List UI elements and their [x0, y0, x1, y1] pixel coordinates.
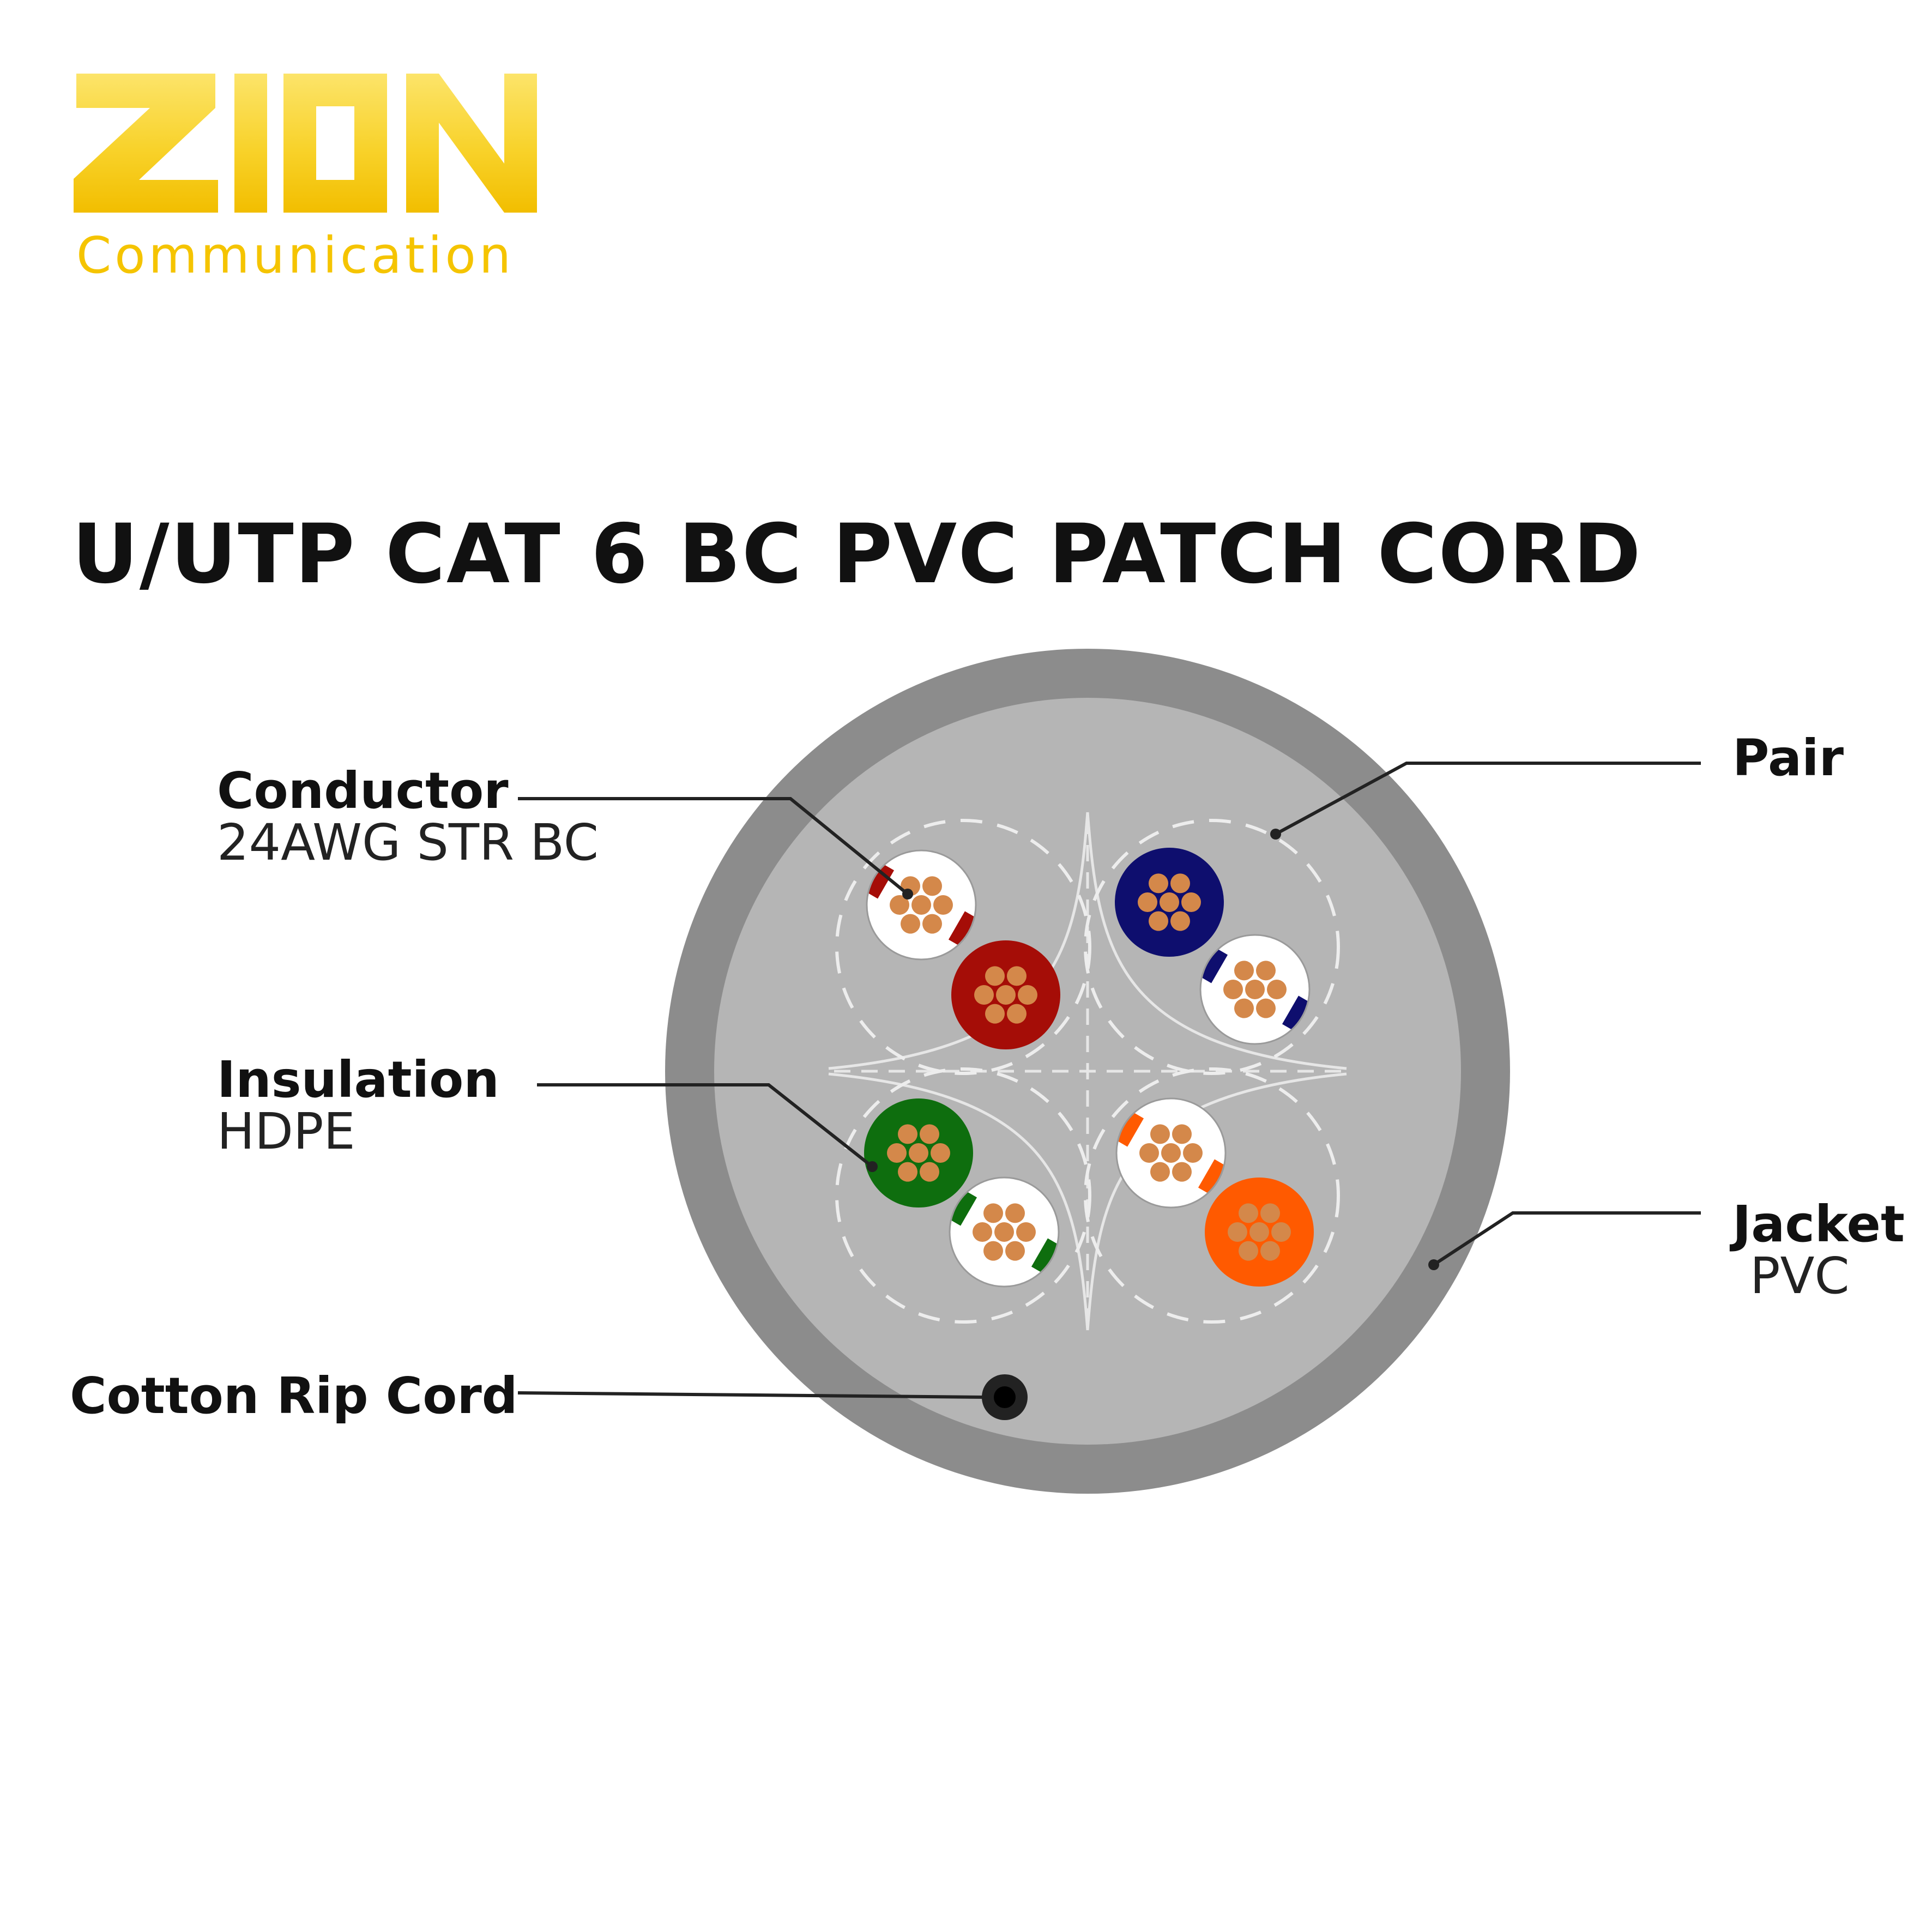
- orange-conductor: [1205, 1178, 1314, 1287]
- insulation-leader: [537, 1083, 873, 1168]
- conductor-leader: [518, 797, 909, 896]
- brown-conductor: [951, 940, 1060, 1049]
- pair-label: Pair: [1732, 729, 1844, 787]
- jacket-spec: PVC: [1750, 1247, 1850, 1305]
- logo-tagline: Communication: [76, 226, 514, 285]
- pair-boundary-orange: [1084, 1067, 1340, 1324]
- rip-cord-label: Cotton Rip Cord: [70, 1367, 518, 1425]
- leader-lines: [517, 762, 1701, 1399]
- pair-boundary-green: [835, 1067, 1091, 1324]
- cross-separator: [828, 812, 1347, 1331]
- jacket-leader: [1433, 1211, 1701, 1266]
- zion-logo-mark: Communication: [74, 74, 537, 285]
- blue-conductor: [1115, 848, 1224, 957]
- page-title: U/UTP CAT 6 BC PVC PATCH CORD: [72, 507, 1642, 602]
- zion-logo: Communication: [0, 0, 600, 305]
- conductor-spec: 24AWG STR BC: [217, 813, 599, 872]
- rip-cord-leader: [517, 1391, 987, 1399]
- pair-boundary-blue: [1084, 819, 1340, 1075]
- pair-leader: [1275, 762, 1701, 836]
- insulation-label: Insulation: [217, 1050, 499, 1109]
- insulation-spec: HDPE: [217, 1102, 355, 1161]
- pair-boundary-brown: [835, 819, 1091, 1075]
- green-conductor: [864, 1098, 973, 1208]
- jacket-label: Jacket: [1732, 1195, 1905, 1253]
- conductor-label: Conductor: [217, 762, 509, 820]
